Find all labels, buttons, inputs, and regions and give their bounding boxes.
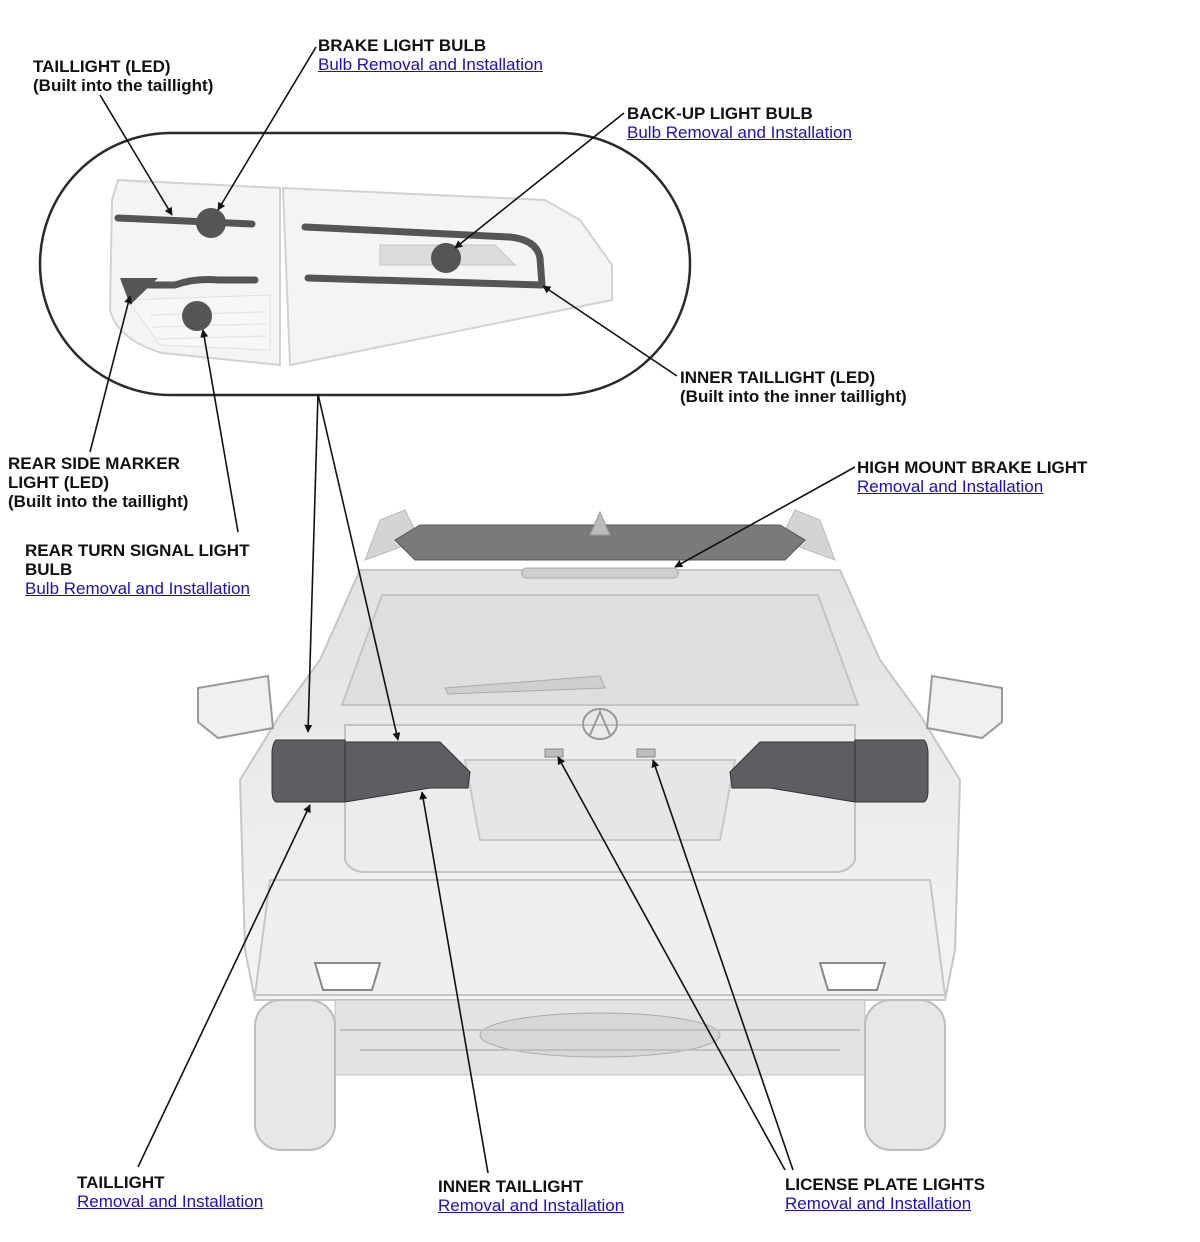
rear-turn-signal-link[interactable]: Bulb Removal and Installation	[25, 579, 250, 598]
callout-title: LICENSE PLATE LIGHTS	[785, 1175, 985, 1194]
callout-inner-taillight-led: INNER TAILLIGHT (LED) (Built into the in…	[680, 368, 907, 406]
callout-high-mount-brake-light: HIGH MOUNT BRAKE LIGHT Removal and Insta…	[857, 458, 1087, 496]
callout-title: TAILLIGHT (LED)	[33, 57, 171, 76]
leader-lines	[89, 46, 856, 1174]
taillight-detail-inset	[38, 131, 692, 397]
callout-title: HIGH MOUNT BRAKE LIGHT	[857, 458, 1088, 477]
callout-taillight-led: TAILLIGHT (LED) (Built into the tailligh…	[33, 57, 213, 95]
callout-rear-turn-signal: REAR TURN SIGNAL LIGHT BULB Bulb Removal…	[25, 541, 250, 598]
callout-backup-light-bulb: BACK-UP LIGHT BULB Bulb Removal and Inst…	[627, 104, 852, 142]
callout-license-plate-lights: LICENSE PLATE LIGHTS Removal and Install…	[785, 1175, 985, 1213]
callout-inner-taillight: INNER TAILLIGHT Removal and Installation	[438, 1177, 624, 1215]
callout-note: (Built into the taillight)	[33, 76, 214, 95]
high-mount-brake-light-link[interactable]: Removal and Installation	[857, 477, 1044, 496]
callout-title-cont: LIGHT (LED)	[8, 473, 110, 492]
callout-title: BACK-UP LIGHT BULB	[627, 104, 813, 123]
callout-title: BRAKE LIGHT BULB	[318, 36, 487, 55]
callout-rear-side-marker: REAR SIDE MARKER LIGHT (LED) (Built into…	[8, 454, 188, 511]
brake-light-bulb-link[interactable]: Bulb Removal and Installation	[318, 55, 543, 74]
callout-title: TAILLIGHT	[77, 1173, 165, 1192]
inner-taillight-link[interactable]: Removal and Installation	[438, 1196, 625, 1215]
vehicle-rear	[197, 509, 1003, 1151]
callout-title-cont: BULB	[25, 560, 73, 579]
backup-light-bulb-link[interactable]: Bulb Removal and Installation	[627, 123, 852, 142]
callout-title: REAR SIDE MARKER	[8, 454, 180, 473]
callout-title: INNER TAILLIGHT	[438, 1177, 584, 1196]
callout-brake-light-bulb: BRAKE LIGHT BULB Bulb Removal and Instal…	[318, 36, 543, 74]
callout-taillight: TAILLIGHT Removal and Installation	[77, 1173, 263, 1211]
taillight-link[interactable]: Removal and Installation	[77, 1192, 264, 1211]
license-plate-lights-link[interactable]: Removal and Installation	[785, 1194, 972, 1213]
callout-note: (Built into the inner taillight)	[680, 387, 907, 406]
callout-title: REAR TURN SIGNAL LIGHT	[25, 541, 250, 560]
callout-note: (Built into the taillight)	[8, 492, 189, 511]
callout-title: INNER TAILLIGHT (LED)	[680, 368, 876, 387]
